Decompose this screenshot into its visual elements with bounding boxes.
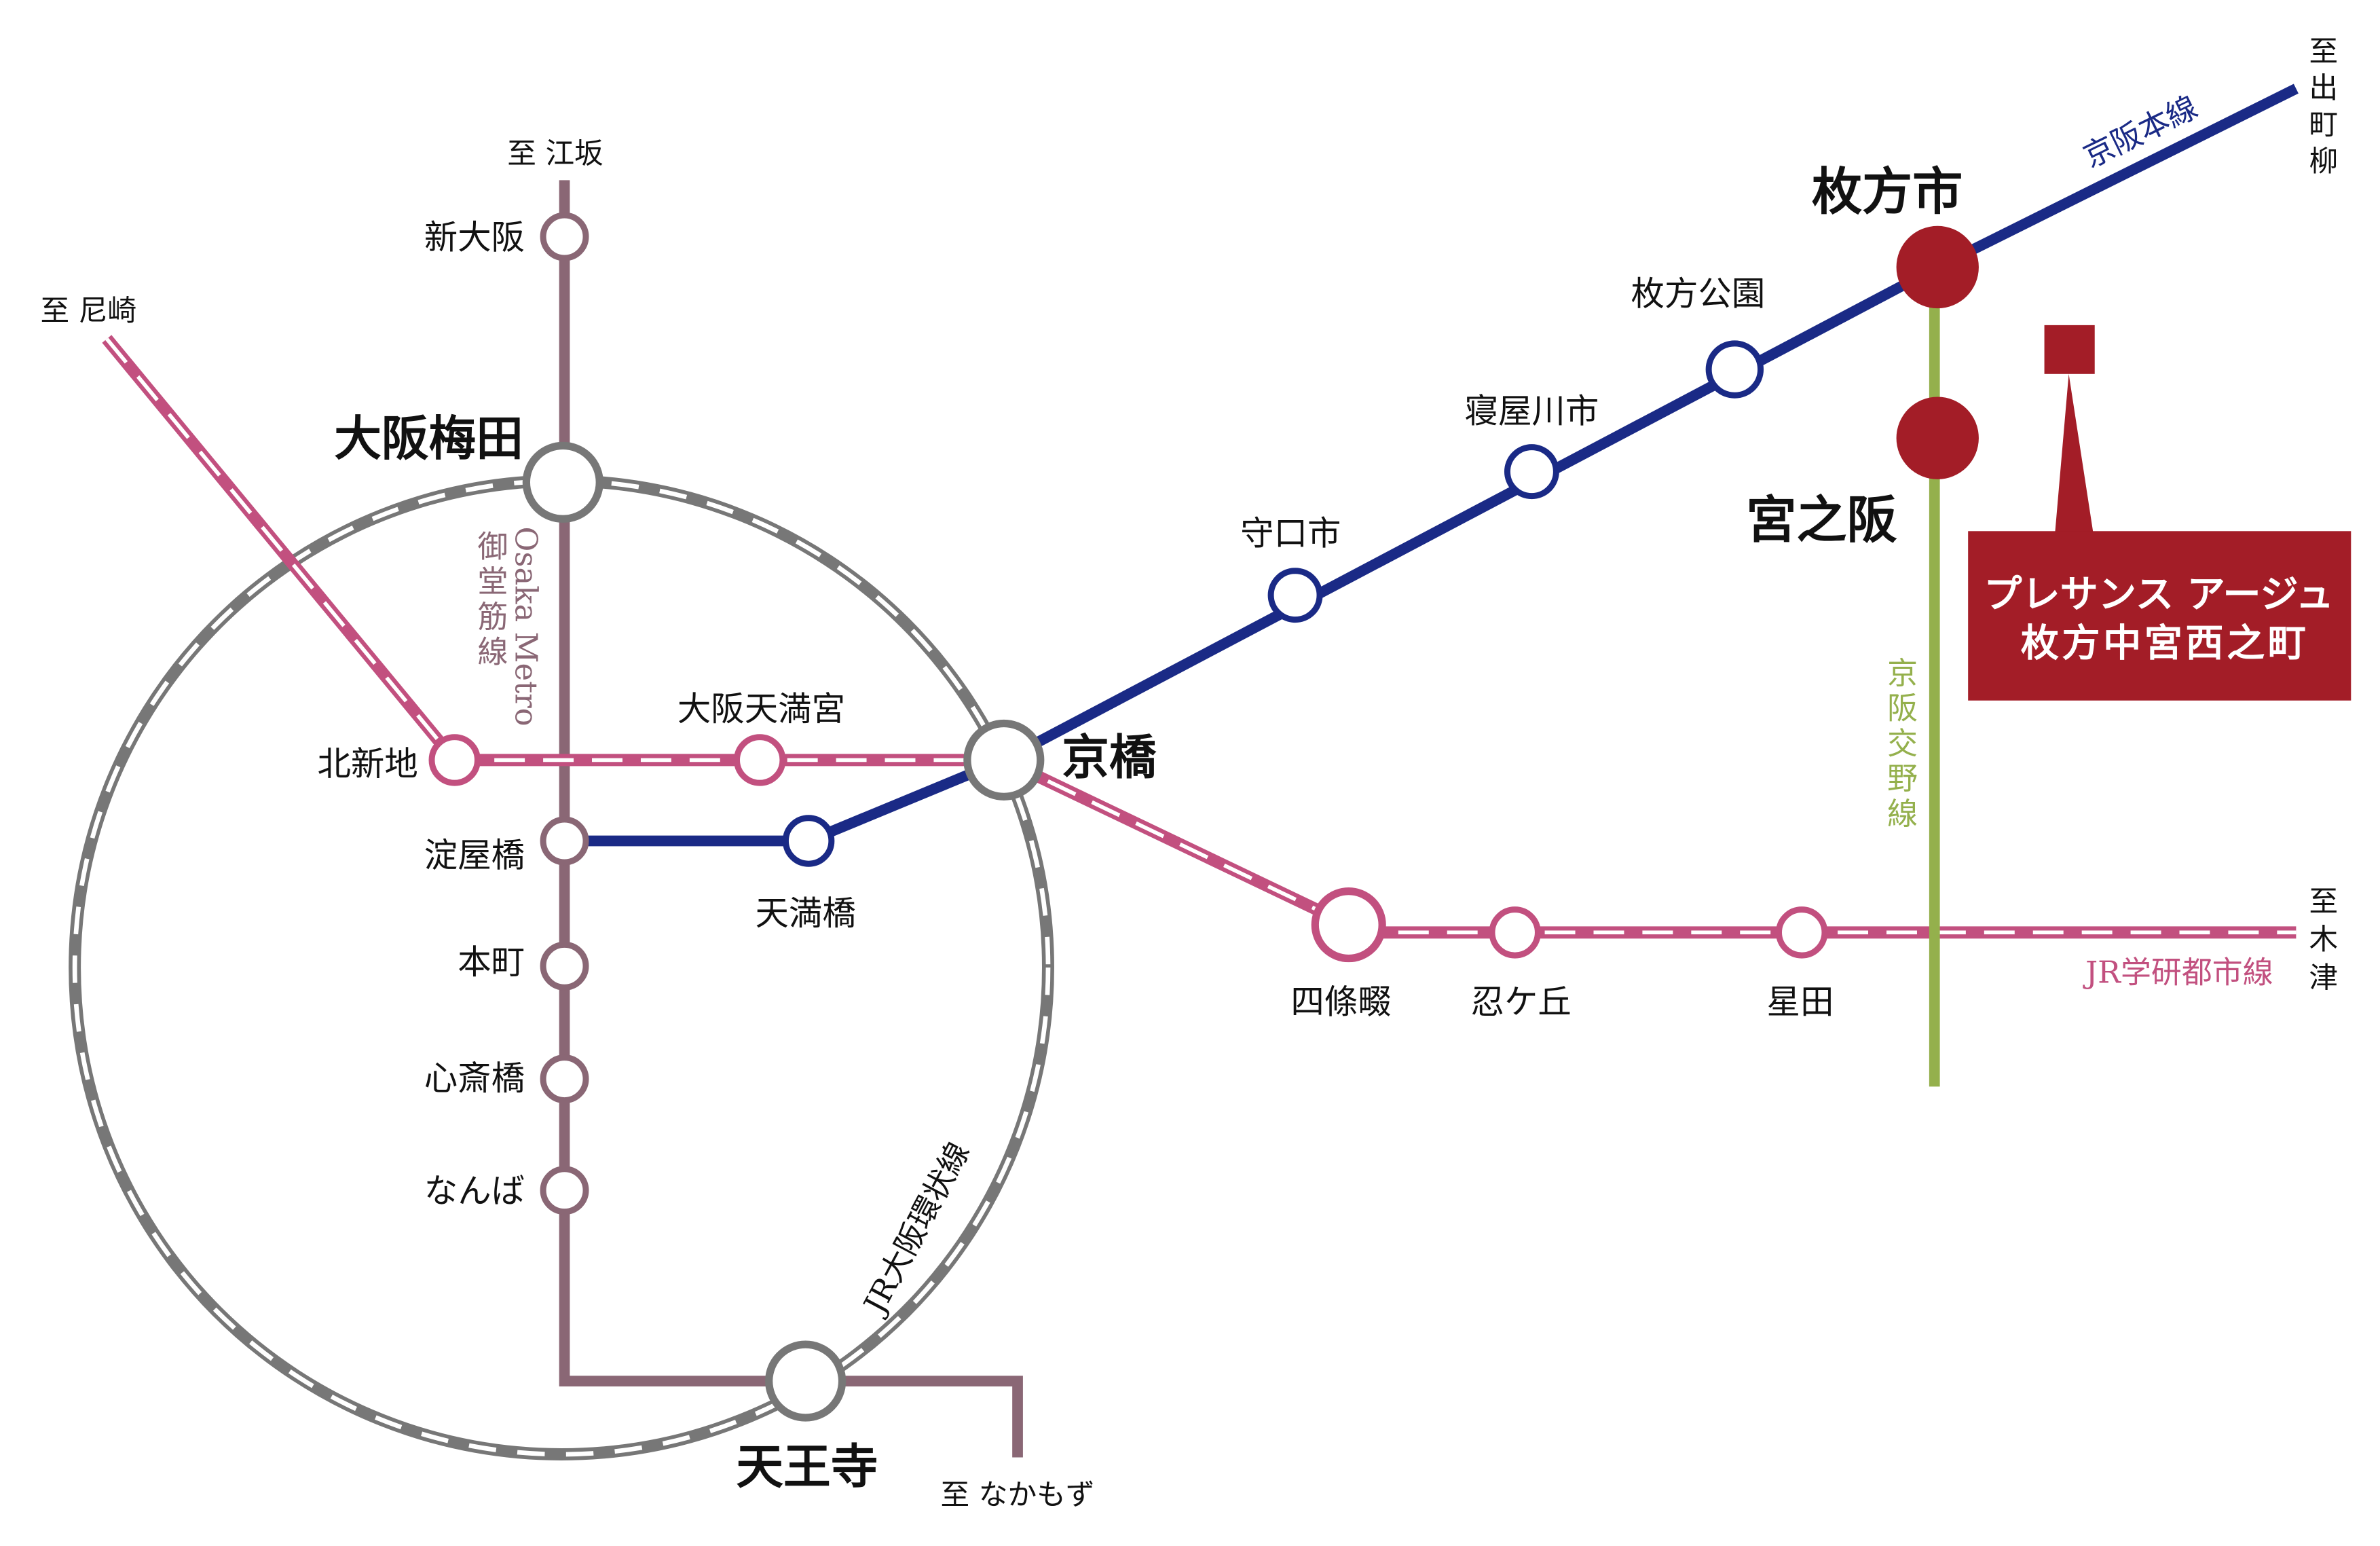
station-shin-osaka[interactable] bbox=[540, 212, 589, 261]
label-hommachi: 本町 bbox=[458, 942, 525, 982]
label-moriguchi: 守口市 bbox=[1240, 514, 1341, 553]
property-name: プレサンス アージュ bbox=[1984, 572, 2334, 617]
label-neyagawa: 寝屋川市 bbox=[1465, 392, 1599, 431]
line-char: 京 bbox=[1887, 655, 1918, 691]
station-neyagawa[interactable] bbox=[1504, 444, 1559, 500]
line-char: 御 bbox=[477, 528, 508, 564]
direction-kizu: 至 木 津 bbox=[2309, 885, 2339, 995]
station-namba[interactable] bbox=[540, 1166, 589, 1215]
label-shijonawate: 四條畷 bbox=[1290, 982, 1391, 1021]
label-hoshida: 星田 bbox=[1767, 982, 1834, 1021]
station-miyanosaka[interactable] bbox=[1896, 397, 1979, 479]
label-kyobashi: 京橋 bbox=[1062, 731, 1157, 786]
label-umeda: 大阪梅田 bbox=[334, 411, 523, 466]
station-kyobashi[interactable] bbox=[963, 719, 1045, 800]
direction-char: 木 bbox=[2309, 923, 2339, 957]
label-namba: なんば bbox=[424, 1171, 525, 1211]
direction-char: 町 bbox=[2309, 108, 2339, 142]
jr-gakken-toshi-line bbox=[1001, 754, 2297, 939]
label-miyanosaka: 宮之阪 bbox=[1746, 490, 1897, 549]
direction-esaka: 至 江坂 bbox=[507, 137, 603, 171]
station-tennoji[interactable] bbox=[765, 1340, 847, 1422]
label-kitashinchi: 北新地 bbox=[317, 744, 417, 784]
direction-amagasaki: 至 尼崎 bbox=[41, 294, 137, 328]
station-shinobugaoka[interactable] bbox=[1489, 906, 1541, 959]
label-tennoji: 天王寺 bbox=[736, 1440, 878, 1495]
direction-char: 至 bbox=[2309, 885, 2339, 919]
direction-demachiyanagi: 至 出 町 柳 bbox=[2309, 35, 2339, 179]
label-tenmangu: 大阪天満宮 bbox=[677, 689, 845, 729]
station-moriguchi[interactable] bbox=[1267, 568, 1323, 623]
line-char: 阪 bbox=[1887, 691, 1918, 726]
station-yodoyabashi[interactable] bbox=[540, 816, 589, 866]
station-shinsaibashi[interactable] bbox=[540, 1054, 589, 1104]
station-shijonawate[interactable] bbox=[1311, 887, 1386, 963]
direction-char: 津 bbox=[2309, 961, 2339, 995]
station-kitashinchi[interactable] bbox=[428, 734, 481, 786]
station-hirakata-koen[interactable] bbox=[1705, 340, 1764, 399]
label-katano-line: 京 阪 交 野 線 bbox=[1887, 655, 1918, 832]
property-marker bbox=[1968, 325, 2351, 701]
line-char: 堂 bbox=[477, 564, 508, 600]
jr-tozai-line bbox=[102, 335, 1004, 767]
line-char: 野 bbox=[1887, 760, 1918, 796]
property-location: 枚方中宮西之町 bbox=[2021, 621, 2309, 666]
station-umeda[interactable] bbox=[522, 441, 603, 523]
label-hirakata-koen: 枚方公園 bbox=[1631, 274, 1766, 314]
label-osaka-metro: Osaka Metro bbox=[508, 527, 544, 726]
direction-char: 出 bbox=[2309, 71, 2339, 105]
label-shinobugaoka: 忍ケ丘 bbox=[1471, 982, 1572, 1021]
label-hirakatashi: 枚方市 bbox=[1812, 162, 1963, 221]
station-hoshida[interactable] bbox=[1776, 906, 1828, 959]
line-char: 線 bbox=[477, 634, 508, 670]
direction-char: 至 bbox=[2309, 35, 2339, 69]
station-tenmabashi[interactable] bbox=[782, 815, 835, 867]
direction-char: 柳 bbox=[2309, 145, 2339, 179]
label-yodoyabashi: 淀屋橋 bbox=[424, 836, 525, 875]
label-gakken-toshi-line: JR学研都市線 bbox=[2083, 955, 2273, 991]
line-char: 交 bbox=[1887, 725, 1918, 761]
label-shinsaibashi: 心斎橋 bbox=[424, 1059, 525, 1098]
direction-nakamozu: 至 なかもず bbox=[941, 1478, 1095, 1512]
line-char: 線 bbox=[1887, 796, 1918, 832]
station-tenmangu[interactable] bbox=[734, 734, 786, 786]
property-location-icon bbox=[2044, 325, 2095, 374]
station-hirakatashi[interactable] bbox=[1896, 225, 1979, 309]
station-hommachi[interactable] bbox=[540, 941, 589, 991]
label-midosuji-line: 御 堂 筋 線 bbox=[477, 528, 508, 669]
label-shin-osaka: 新大阪 bbox=[424, 218, 525, 257]
label-tenmabashi: 天満橋 bbox=[755, 894, 855, 933]
line-char: 筋 bbox=[477, 599, 508, 635]
